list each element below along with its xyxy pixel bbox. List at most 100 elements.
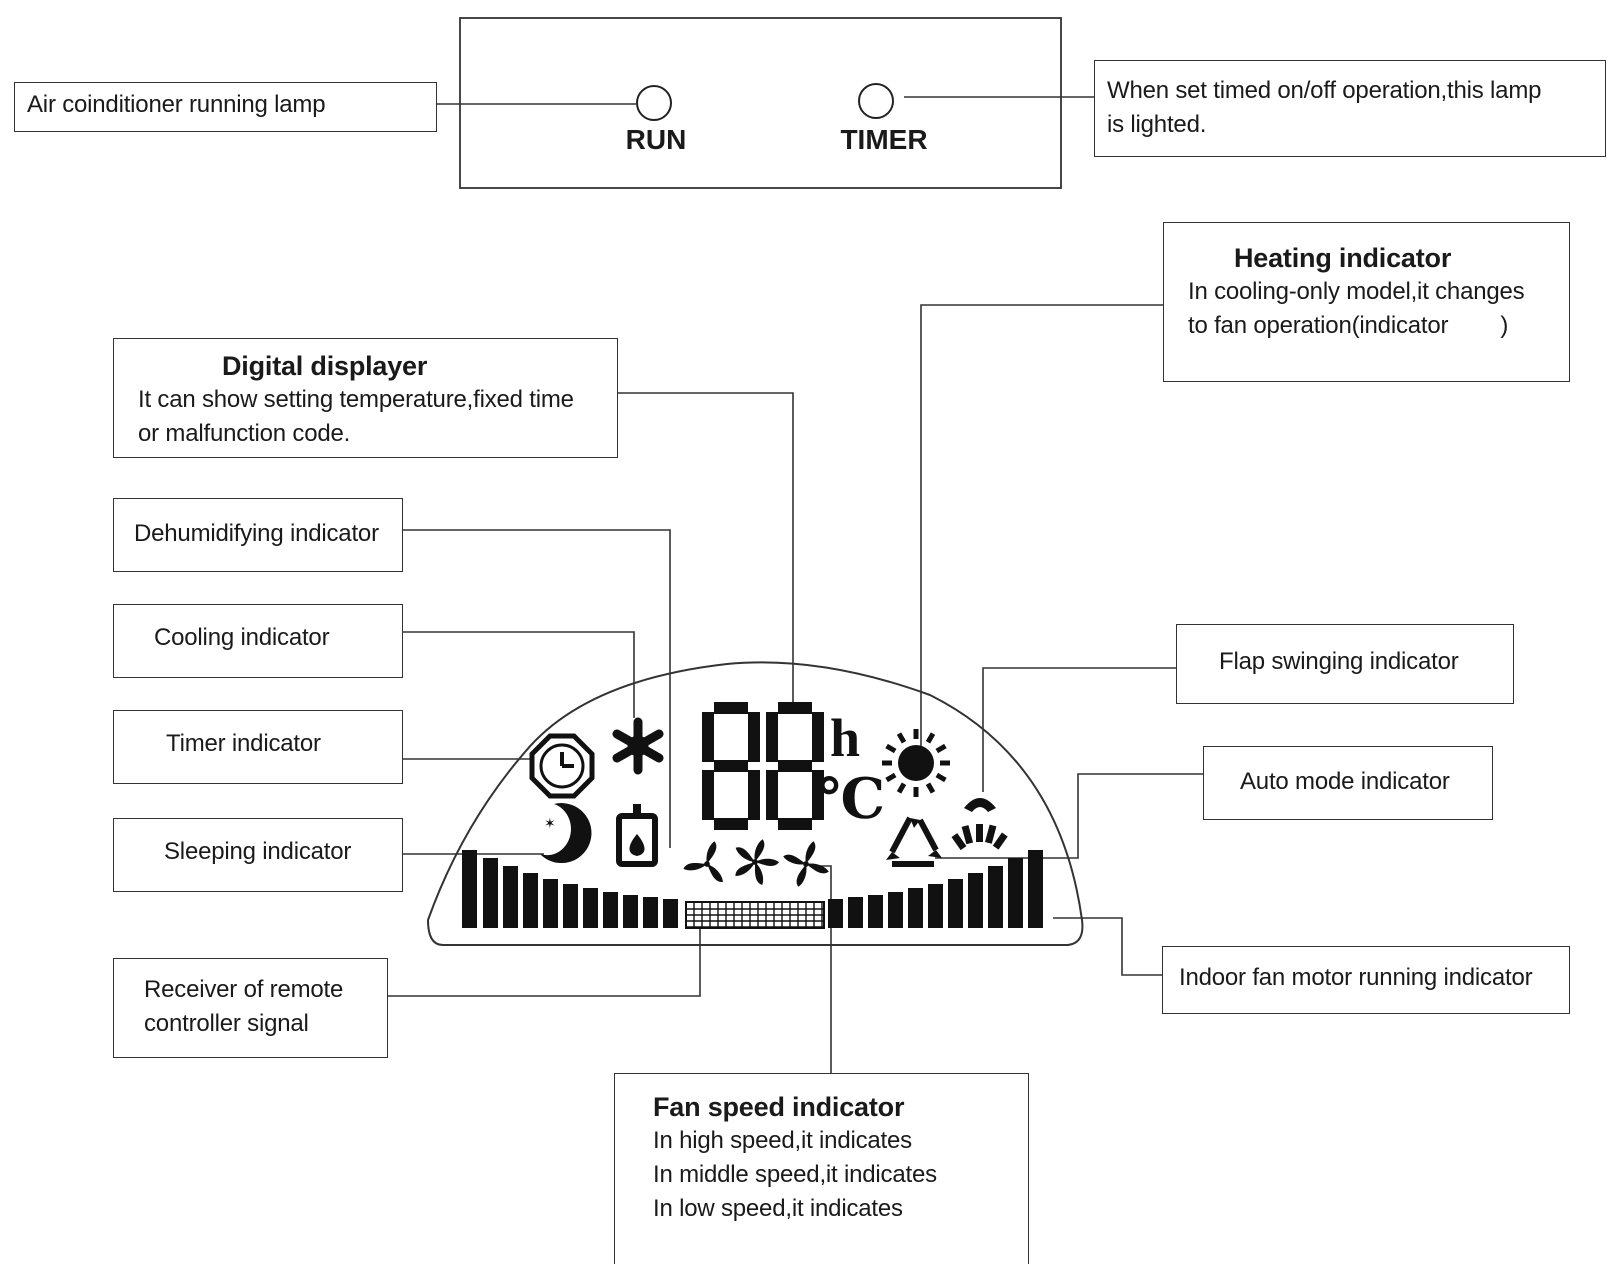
callout-run-lamp-text: Air coinditioner running lamp <box>27 91 326 118</box>
leader-indoor-fan <box>1053 917 1162 976</box>
digit-segment <box>766 712 778 762</box>
svg-text:✶: ✶ <box>544 815 556 831</box>
auto-mode-icon <box>886 816 942 867</box>
fan-speed-title: Fan speed indicator <box>653 1092 905 1122</box>
digit-segment <box>702 770 714 820</box>
digit-segment <box>778 818 812 830</box>
callout-run-lamp: Air coinditioner running lamp <box>14 82 437 132</box>
callout-sleeping: Sleeping indicator <box>113 818 403 892</box>
indoor-fan-text: Indoor fan motor running indicator <box>1179 964 1533 991</box>
bar-segment <box>988 866 1003 928</box>
callout-timer-lamp: When set timed on/off operation,this lam… <box>1094 60 1606 157</box>
dehumidify-icon <box>616 804 658 867</box>
digital-line1: It can show setting temperature,fixed ti… <box>138 386 574 413</box>
callout-cooling: Cooling indicator <box>113 604 403 678</box>
bar-segment <box>583 888 598 928</box>
bar-segment <box>908 888 923 928</box>
bar-segment <box>523 873 538 928</box>
timer-lamp-icon <box>858 83 894 119</box>
leader-fan-speed <box>811 865 832 1073</box>
leader-flap <box>982 667 1176 792</box>
digit-segment <box>748 712 760 762</box>
fan-high-text: In high speed,it indicates <box>653 1127 912 1154</box>
leader-auto <box>935 773 1203 859</box>
dehumidifying-text: Dehumidifying indicator <box>134 520 379 547</box>
run-lamp-icon <box>636 85 672 121</box>
bar-segment <box>603 892 618 928</box>
bar-segment <box>483 858 498 928</box>
bar-segment <box>503 866 518 928</box>
leader-dehumidifying <box>403 529 671 848</box>
bar-segment <box>563 884 578 928</box>
flap-swing-icon <box>951 798 1008 851</box>
indoor-fan-motor-bars <box>462 850 1043 928</box>
digit-segment <box>714 818 748 830</box>
digit-segment <box>778 760 812 772</box>
bar-segment <box>948 879 963 928</box>
timer-clock-icon <box>529 733 595 799</box>
leader-receiver <box>388 913 701 997</box>
heating-line1: In cooling-only model,it changes <box>1188 278 1525 305</box>
leader-lines <box>388 96 1203 1073</box>
fan-middle-icon <box>783 841 829 887</box>
bar-segment <box>1008 858 1023 928</box>
callout-digital: Digital displayer It can show setting te… <box>113 338 618 458</box>
heating-title: Heating indicator <box>1234 243 1452 273</box>
leader-cooling <box>403 631 635 718</box>
callout-heating: Heating indicator In cooling-only model,… <box>1163 222 1570 382</box>
run-label: RUN <box>625 124 687 155</box>
bar-segment <box>928 884 943 928</box>
leader-digital <box>618 392 794 702</box>
fan-high-icon <box>735 839 780 885</box>
bar-segment <box>623 895 638 928</box>
heating-line2-end: ) <box>1500 312 1509 339</box>
digit-segment <box>714 760 748 772</box>
celsius-unit: ℃ <box>818 769 885 831</box>
heating-sun-icon <box>882 729 950 797</box>
digital-line2: or malfunction code. <box>138 420 351 447</box>
bar-segment <box>462 850 477 928</box>
digit-segment <box>766 770 778 820</box>
auto-text: Auto mode indicator <box>1240 768 1450 795</box>
fan-low-text: In low speed,it indicates <box>653 1195 903 1222</box>
hour-unit: h <box>830 708 860 768</box>
callout-fan-speed: Fan speed indicator In high speed,it ind… <box>614 1073 1029 1264</box>
callout-indoor-fan: Indoor fan motor running indicator <box>1162 946 1570 1014</box>
bar-segment <box>848 897 863 928</box>
callout-receiver: Receiver of remote controller signal <box>113 958 388 1058</box>
callout-flap: Flap swinging indicator <box>1176 624 1514 704</box>
fan-low-icon <box>683 841 723 882</box>
receiver-line1: Receiver of remote <box>144 976 344 1003</box>
sleeping-text: Sleeping indicator <box>164 838 352 865</box>
digit-segment <box>714 702 748 714</box>
bar-segment <box>543 879 558 928</box>
cooling-snowflake-icon <box>612 717 664 775</box>
fan-middle-text: In middle speed,it indicates <box>653 1161 937 1188</box>
digit-segment <box>812 712 824 762</box>
receiver-grid <box>685 901 825 929</box>
bar-segment <box>868 895 883 928</box>
digit-segment <box>812 770 824 820</box>
bar-segment <box>1028 850 1043 928</box>
timer-text: Timer indicator <box>166 730 321 757</box>
lcd-outline <box>426 661 1084 946</box>
digit-segment <box>778 702 812 714</box>
callout-dehumidifying: Dehumidifying indicator <box>113 498 403 572</box>
bar-segment <box>663 899 678 928</box>
digital-title: Digital displayer <box>222 351 428 381</box>
bar-segment <box>968 873 983 928</box>
bar-segment <box>828 899 843 928</box>
digit-segment <box>748 770 760 820</box>
leader-heating <box>920 304 1163 748</box>
timer-lamp-line2: is lighted. <box>1107 111 1207 138</box>
svg-text:✶: ✶ <box>556 833 566 847</box>
lamp-panel <box>459 17 1062 189</box>
heating-line2: to fan operation(indicator <box>1188 312 1449 339</box>
digit-segment <box>702 712 714 762</box>
bar-segment <box>643 897 658 928</box>
bar-segment <box>888 892 903 928</box>
callout-timer: Timer indicator <box>113 710 403 784</box>
cooling-text: Cooling indicator <box>154 624 330 651</box>
timer-lamp-line1: When set timed on/off operation,this lam… <box>1107 77 1542 104</box>
